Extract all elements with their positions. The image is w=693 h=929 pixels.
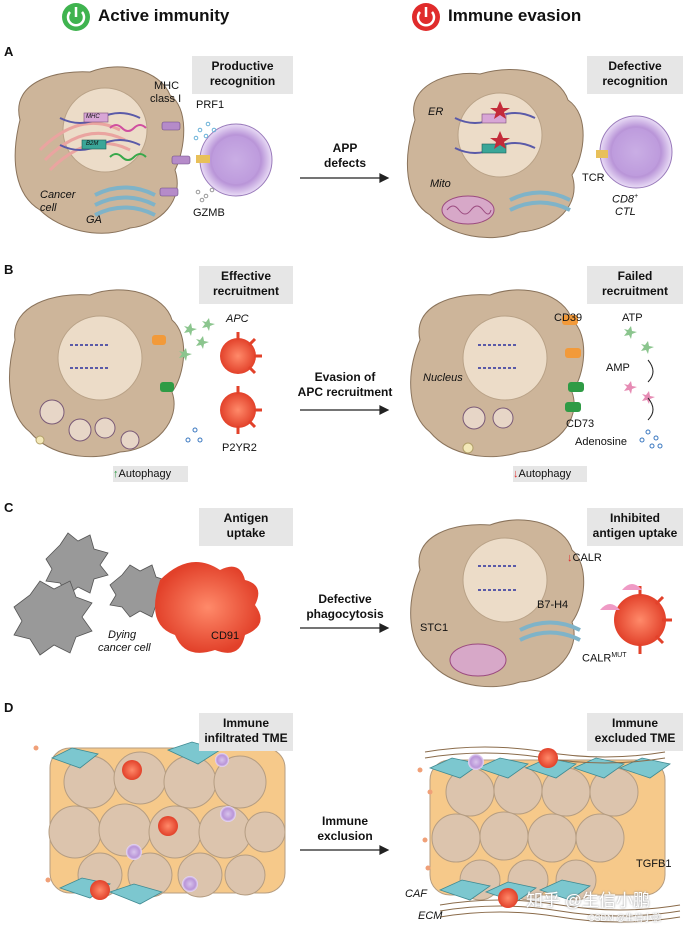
- down-arrow-icon: ↓: [567, 552, 573, 564]
- atp-stars-b: [179, 318, 215, 361]
- label-class-i: class I: [150, 93, 182, 105]
- atp-stars-b-right: [624, 326, 654, 354]
- label-stc1: STC1: [420, 622, 449, 634]
- arrow-c: [300, 623, 390, 633]
- label-tcr: TCR: [582, 172, 605, 184]
- label-mhc: MHC: [154, 80, 180, 92]
- label-nucleus: Nucleus: [423, 372, 463, 384]
- channels-b-left: [152, 335, 174, 392]
- adenosine-dots-b-right: [639, 429, 663, 449]
- label-mito: Mito: [430, 178, 451, 190]
- label-calr: ↓CALR: [567, 552, 602, 564]
- label-p2yr2: P2YR2: [222, 442, 257, 454]
- cancer-cell-a-left: [14, 66, 185, 234]
- cafs-left: [50, 741, 221, 905]
- label-b7h4: B7-H4: [537, 599, 569, 611]
- mhc-molecules-a: [159, 121, 191, 197]
- label-ecm: ECM: [418, 910, 443, 922]
- cancer-cell-b-right: [410, 289, 585, 458]
- label-er: ER: [428, 106, 444, 118]
- label-apc: APC: [226, 313, 249, 325]
- panel-letter-c: C: [4, 500, 14, 515]
- autophagy-up-badge: ↑Autophagy: [113, 466, 188, 482]
- immune-cells-left: [90, 753, 236, 900]
- dc-cell-c-right: [600, 584, 672, 654]
- cancer-cell-c-right: [410, 519, 585, 688]
- panel-letter-a: A: [4, 44, 14, 59]
- ctl-cell-a-right: [596, 115, 673, 189]
- immune-cells-right: [468, 748, 558, 908]
- watermark-main: 知乎 @生信小鹏: [526, 891, 650, 910]
- power-icon-green: [62, 3, 90, 31]
- ecm-fibers-bottom: [439, 899, 681, 923]
- amp-stars-b-right: [624, 381, 655, 404]
- label-adenosine: Adenosine: [575, 436, 627, 448]
- label-cd73: CD73: [566, 418, 595, 430]
- arrow-a: [300, 173, 390, 183]
- gene-label-mhc: MHC: [86, 114, 100, 120]
- conversion-arrows-b: [647, 359, 654, 421]
- header-left-title: Active immunity: [98, 6, 230, 25]
- label-prf1: PRF1: [196, 99, 225, 111]
- label-gzmb: GZMB: [193, 207, 225, 219]
- arrow-b: [300, 405, 390, 415]
- granules-gzmb-a: [195, 187, 215, 203]
- gene-label-b2m: B2M: [86, 141, 99, 147]
- channels-b-right: [562, 315, 584, 412]
- label-calr-mut: CALRMUT: [582, 652, 627, 665]
- label-dying: Dying: [108, 629, 137, 641]
- tme-right: [429, 759, 666, 901]
- watermark-small: CSDN @生信小鹏: [588, 913, 662, 923]
- header-right-title: Immune evasion: [448, 6, 582, 25]
- label-cd39: CD39: [554, 312, 583, 324]
- label-cell: cell: [40, 202, 57, 214]
- label-cd91: CD91: [211, 630, 240, 642]
- panel-letter-b: B: [4, 262, 14, 277]
- label-cancer: Cancer: [40, 189, 76, 201]
- arrow-d: [300, 845, 390, 855]
- cancer-cell-a-right: [406, 68, 584, 238]
- label-amp: AMP: [606, 362, 630, 374]
- granules-a: [193, 121, 217, 141]
- label-ga: GA: [86, 214, 102, 226]
- apc-cells-b: [220, 332, 262, 434]
- dying-cells-c: [13, 532, 169, 656]
- dc-cell-c: [155, 562, 261, 653]
- label-atp: ATP: [622, 312, 643, 324]
- label-cancer-cell-dying: cancer cell: [98, 642, 151, 654]
- adenosine-dots-b: [185, 427, 203, 443]
- label-ctl: CTL: [615, 206, 636, 218]
- down-arrow-icon: ↓: [513, 468, 519, 480]
- label-caf: CAF: [405, 888, 427, 900]
- label-cd8: CD8+: [612, 193, 639, 206]
- label-tgfb1: TGFB1: [636, 858, 672, 870]
- up-arrow-icon: ↑: [113, 468, 119, 480]
- power-icon-red: [412, 3, 440, 31]
- autophagy-down-badge: ↓Autophagy: [513, 466, 587, 482]
- ctl-cell-a-left: [196, 123, 273, 197]
- panel-letter-d: D: [4, 700, 14, 715]
- cancer-cell-b-left: [9, 289, 185, 458]
- tgfb1-dots: [33, 745, 433, 883]
